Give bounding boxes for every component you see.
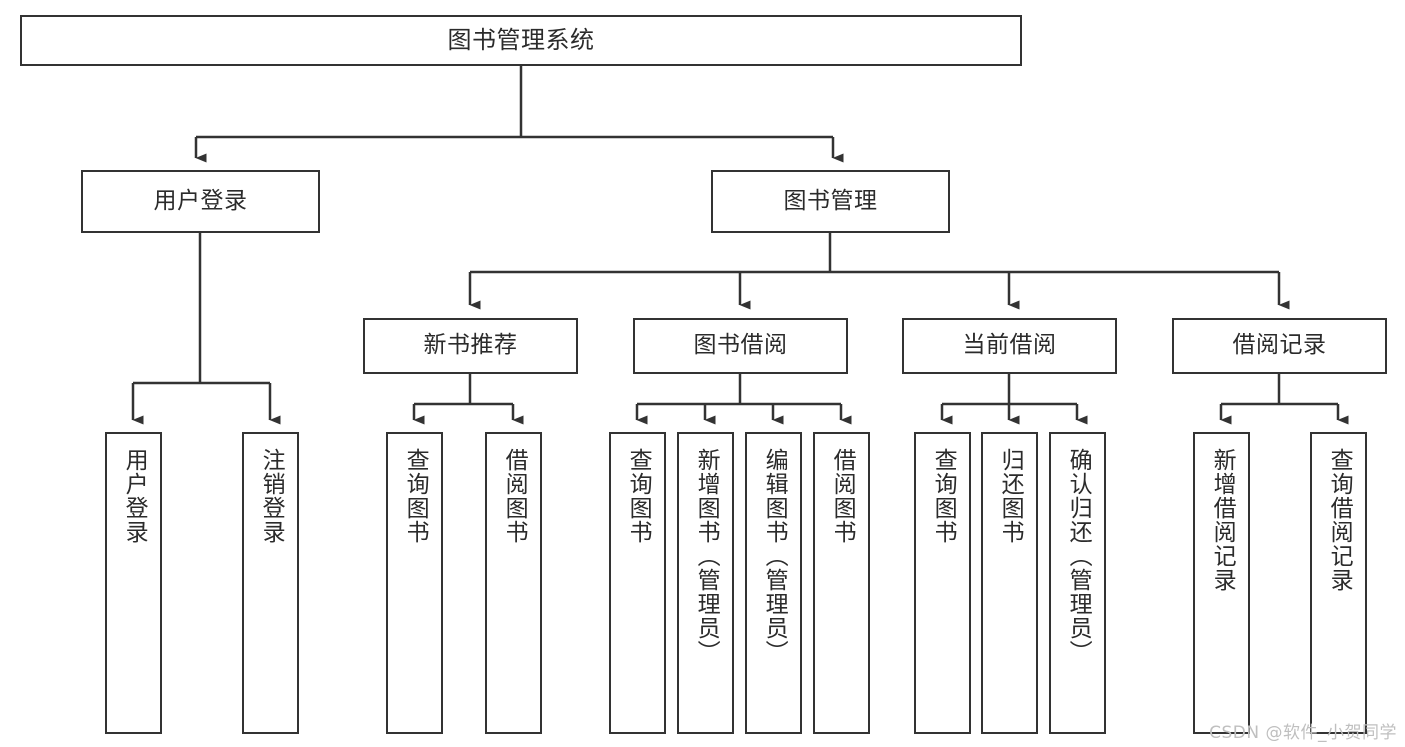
leaf-label: 借阅图书 — [829, 448, 856, 544]
leaf-user-login-logout[interactable]: 注销登录 — [242, 432, 299, 734]
node-book-management[interactable]: 图书管理 — [711, 170, 950, 233]
node-new-book-recommend[interactable]: 新书推荐 — [363, 318, 578, 374]
leaf-book-borrow-query-book[interactable]: 查询图书 — [609, 432, 666, 734]
leaf-current-borrow-return-book[interactable]: 归还图书 — [981, 432, 1038, 734]
leaf-label: 查询图书 — [930, 448, 957, 544]
node-root-system[interactable]: 图书管理系统 — [20, 15, 1022, 66]
leaf-label: 查询图书 — [402, 448, 429, 544]
leaf-label: 用户登录 — [121, 448, 148, 544]
node-book-borrow[interactable]: 图书借阅 — [633, 318, 848, 374]
leaf-book-borrow-borrow-book[interactable]: 借阅图书 — [813, 432, 870, 734]
leaf-user-login-login[interactable]: 用户登录 — [105, 432, 162, 734]
leaf-label: 确认归还（管理员） — [1065, 448, 1092, 664]
leaf-label: 归还图书 — [997, 448, 1024, 544]
leaf-label: 注销登录 — [258, 448, 285, 544]
leaf-label: 新增图书（管理员） — [693, 448, 720, 664]
leaf-new-book-borrow-book[interactable]: 借阅图书 — [485, 432, 542, 734]
leaf-borrow-record-query-record[interactable]: 查询借阅记录 — [1310, 432, 1367, 734]
leaf-current-borrow-confirm-return[interactable]: 确认归还（管理员） — [1049, 432, 1106, 734]
leaf-book-borrow-add-book[interactable]: 新增图书（管理员） — [677, 432, 734, 734]
leaf-label: 查询借阅记录 — [1326, 448, 1353, 592]
node-borrow-record[interactable]: 借阅记录 — [1172, 318, 1387, 374]
leaf-label: 查询图书 — [625, 448, 652, 544]
node-current-borrow[interactable]: 当前借阅 — [902, 318, 1117, 374]
leaf-new-book-query-book[interactable]: 查询图书 — [386, 432, 443, 734]
leaf-current-borrow-query-book[interactable]: 查询图书 — [914, 432, 971, 734]
leaf-label: 借阅图书 — [501, 448, 528, 544]
leaf-book-borrow-edit-book[interactable]: 编辑图书（管理员） — [745, 432, 802, 734]
leaf-label: 编辑图书（管理员） — [761, 448, 788, 664]
leaf-borrow-record-add-record[interactable]: 新增借阅记录 — [1193, 432, 1250, 734]
leaf-label: 新增借阅记录 — [1209, 448, 1236, 592]
csdn-watermark: CSDN @软件_小贺同学 — [1209, 723, 1397, 743]
node-user-login[interactable]: 用户登录 — [81, 170, 320, 233]
